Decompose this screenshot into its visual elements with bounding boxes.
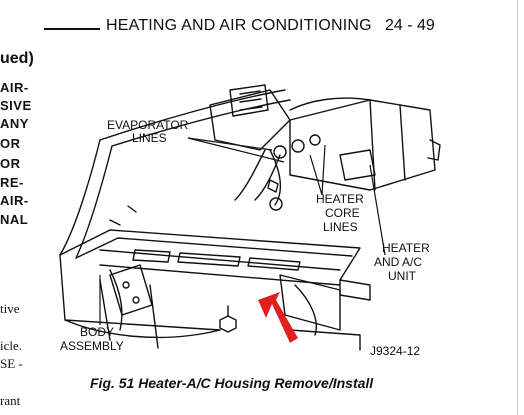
body-text-line: icle. — [0, 338, 23, 353]
red-arrow-icon — [258, 292, 298, 343]
evaporator-lines-label: LINES — [132, 131, 167, 145]
body-assembly-label: ASSEMBLY — [60, 339, 124, 353]
heater-core-lines-label: LINES — [323, 220, 358, 234]
warning-text-line: AIR- — [0, 80, 29, 95]
warning-text-line: AIR- — [0, 193, 29, 208]
column-heading-fragment: ued) — [0, 50, 34, 67]
body-text-line: rant — [0, 393, 21, 408]
warning-text-line: RE- — [0, 175, 24, 190]
body-text-line: SE - — [0, 356, 23, 371]
heater-ac-housing-diagram: EVAPORATOR LINES HEATER CORE LINES HEATE… — [59, 84, 441, 358]
callout-leader-lines — [99, 137, 386, 325]
warning-text-line: SIVE — [0, 98, 32, 113]
heater-core-lines-label: CORE — [325, 206, 360, 220]
page-number: 24 - 49 — [385, 17, 435, 34]
heater-ac-unit-label: UNIT — [388, 269, 417, 283]
body-text-line: tive — [0, 301, 20, 316]
page-edge-border — [517, 0, 518, 415]
figure-caption: Fig. 51 Heater-A/C Housing Remove/Instal… — [90, 375, 374, 391]
heater-ac-unit-label: HEATER — [382, 241, 430, 255]
warning-text-line: OR — [0, 136, 21, 151]
warning-text-line: OR — [0, 156, 21, 171]
warning-text-line: NAL — [0, 212, 29, 227]
evaporator-lines-label: EVAPORATOR — [107, 118, 189, 132]
header-rule — [44, 28, 100, 30]
heater-core-lines-label: HEATER — [316, 192, 364, 206]
body-assembly-label: BODY — [80, 325, 114, 339]
warning-text-line: ANY — [0, 116, 29, 131]
section-title: HEATING AND AIR CONDITIONING — [106, 17, 372, 34]
vehicle-body-drawing — [59, 84, 441, 351]
figure-code: J9324-12 — [370, 344, 420, 358]
heater-ac-unit-label: AND A/C — [374, 255, 422, 269]
